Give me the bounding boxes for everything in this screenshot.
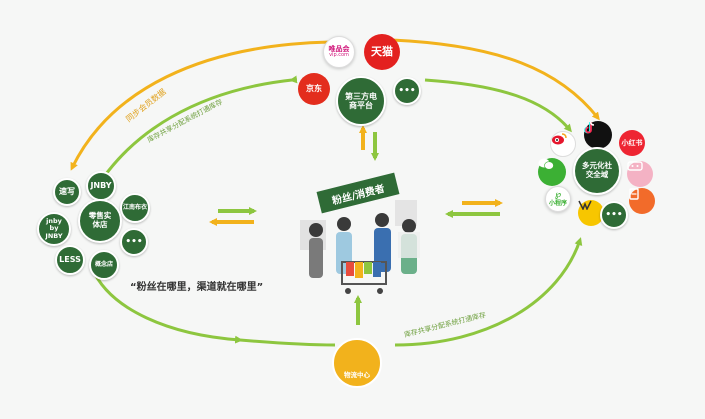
vivo-shop-glyph [578,200,592,210]
miniprogram-label: 小程序 [548,199,567,207]
concept-store-logo[interactable]: 概念店 [89,250,119,280]
bilibili-glyph [627,161,643,171]
wechat-glyph [538,158,554,170]
vip-name: 唯品会 [328,45,350,54]
tmall-logo[interactable]: 天猫 [364,34,400,70]
toutiao-icon[interactable] [629,188,655,214]
suddenly-logo[interactable]: 速写 [53,178,81,206]
weibo-glyph [552,133,567,145]
jnby-logo[interactable]: JNBY [86,171,116,201]
vip-logo[interactable]: 唯品会 vip.com [323,36,355,68]
douyin-glyph [584,121,595,134]
bilibili-icon[interactable] [627,161,653,187]
vivo-shop-icon[interactable] [578,200,604,226]
sync-arc-left [70,40,331,171]
vip-domain: vip.com [329,52,349,59]
sync-arc-right [391,38,600,121]
consumer-illustration [300,200,420,294]
douyin-icon[interactable] [584,121,612,149]
jnby-by-jnby-logo[interactable]: jnby by JNBY [37,212,71,246]
jd-logo[interactable]: 京东 [298,73,330,105]
wechat-icon[interactable] [538,158,566,186]
inventory-arc-right-up [394,237,583,347]
social-hub: 多元化社交全域 [573,147,621,195]
miniprogram-icon[interactable]: ℘ 小程序 [545,186,571,212]
toutiao-glyph [629,188,639,200]
less-logo[interactable]: LESS [55,245,85,275]
retail-more-icon[interactable]: ••• [120,228,148,256]
ecommerce-hub: 第三方电商平台 [336,76,386,126]
slogan: “粉丝在哪里，渠道就在哪里” [130,282,264,293]
inventory-arc-bottom-right [239,338,336,347]
ecommerce-more-icon[interactable]: ••• [393,77,421,105]
social-more-icon[interactable]: ••• [600,201,628,229]
retail-hub: 零售实体店 [78,199,122,243]
miniprogram-glyph: ℘ [554,190,562,201]
jiangnan-logo[interactable]: 江南布衣 [120,193,150,223]
inventory-arc-right [424,78,572,133]
xiaohongshu-icon[interactable]: 小红书 [619,130,645,156]
inventory-arc-top-left [90,75,298,196]
logistics-center: 物流中心 [332,338,382,388]
inventory-arc-bottom-left [90,267,243,344]
weibo-icon[interactable] [550,131,576,157]
